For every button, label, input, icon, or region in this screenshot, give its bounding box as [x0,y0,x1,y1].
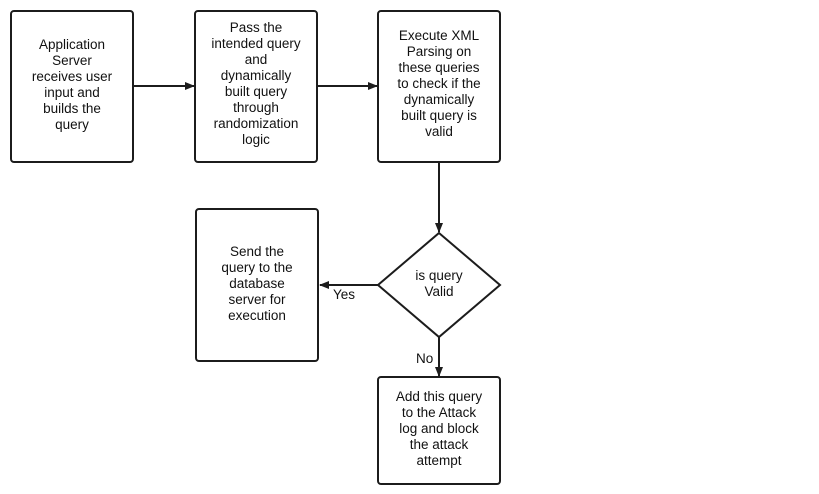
attack-log-text: Add this query to the Attack log and blo… [395,389,483,468]
decision-diamond [376,231,502,339]
randomization-text: Pass the intended query and dynamically … [211,20,301,147]
send-to-database-text: Send the query to the database server fo… [221,244,293,323]
app-server-box: Application Server receives user input a… [10,10,134,163]
send-to-database-box: Send the query to the database server fo… [195,208,319,362]
no-label: No [416,351,434,366]
app-server-text: Application Server receives user input a… [31,37,113,132]
attack-log-box: Add this query to the Attack log and blo… [377,376,501,485]
decision-text: is query Valid [415,268,463,299]
yes-label: Yes [333,287,356,302]
randomization-box: Pass the intended query and dynamically … [194,10,318,163]
xml-parsing-box: Execute XML Parsing on these queries to … [377,10,501,163]
xml-parsing-text: Execute XML Parsing on these queries to … [397,28,481,139]
